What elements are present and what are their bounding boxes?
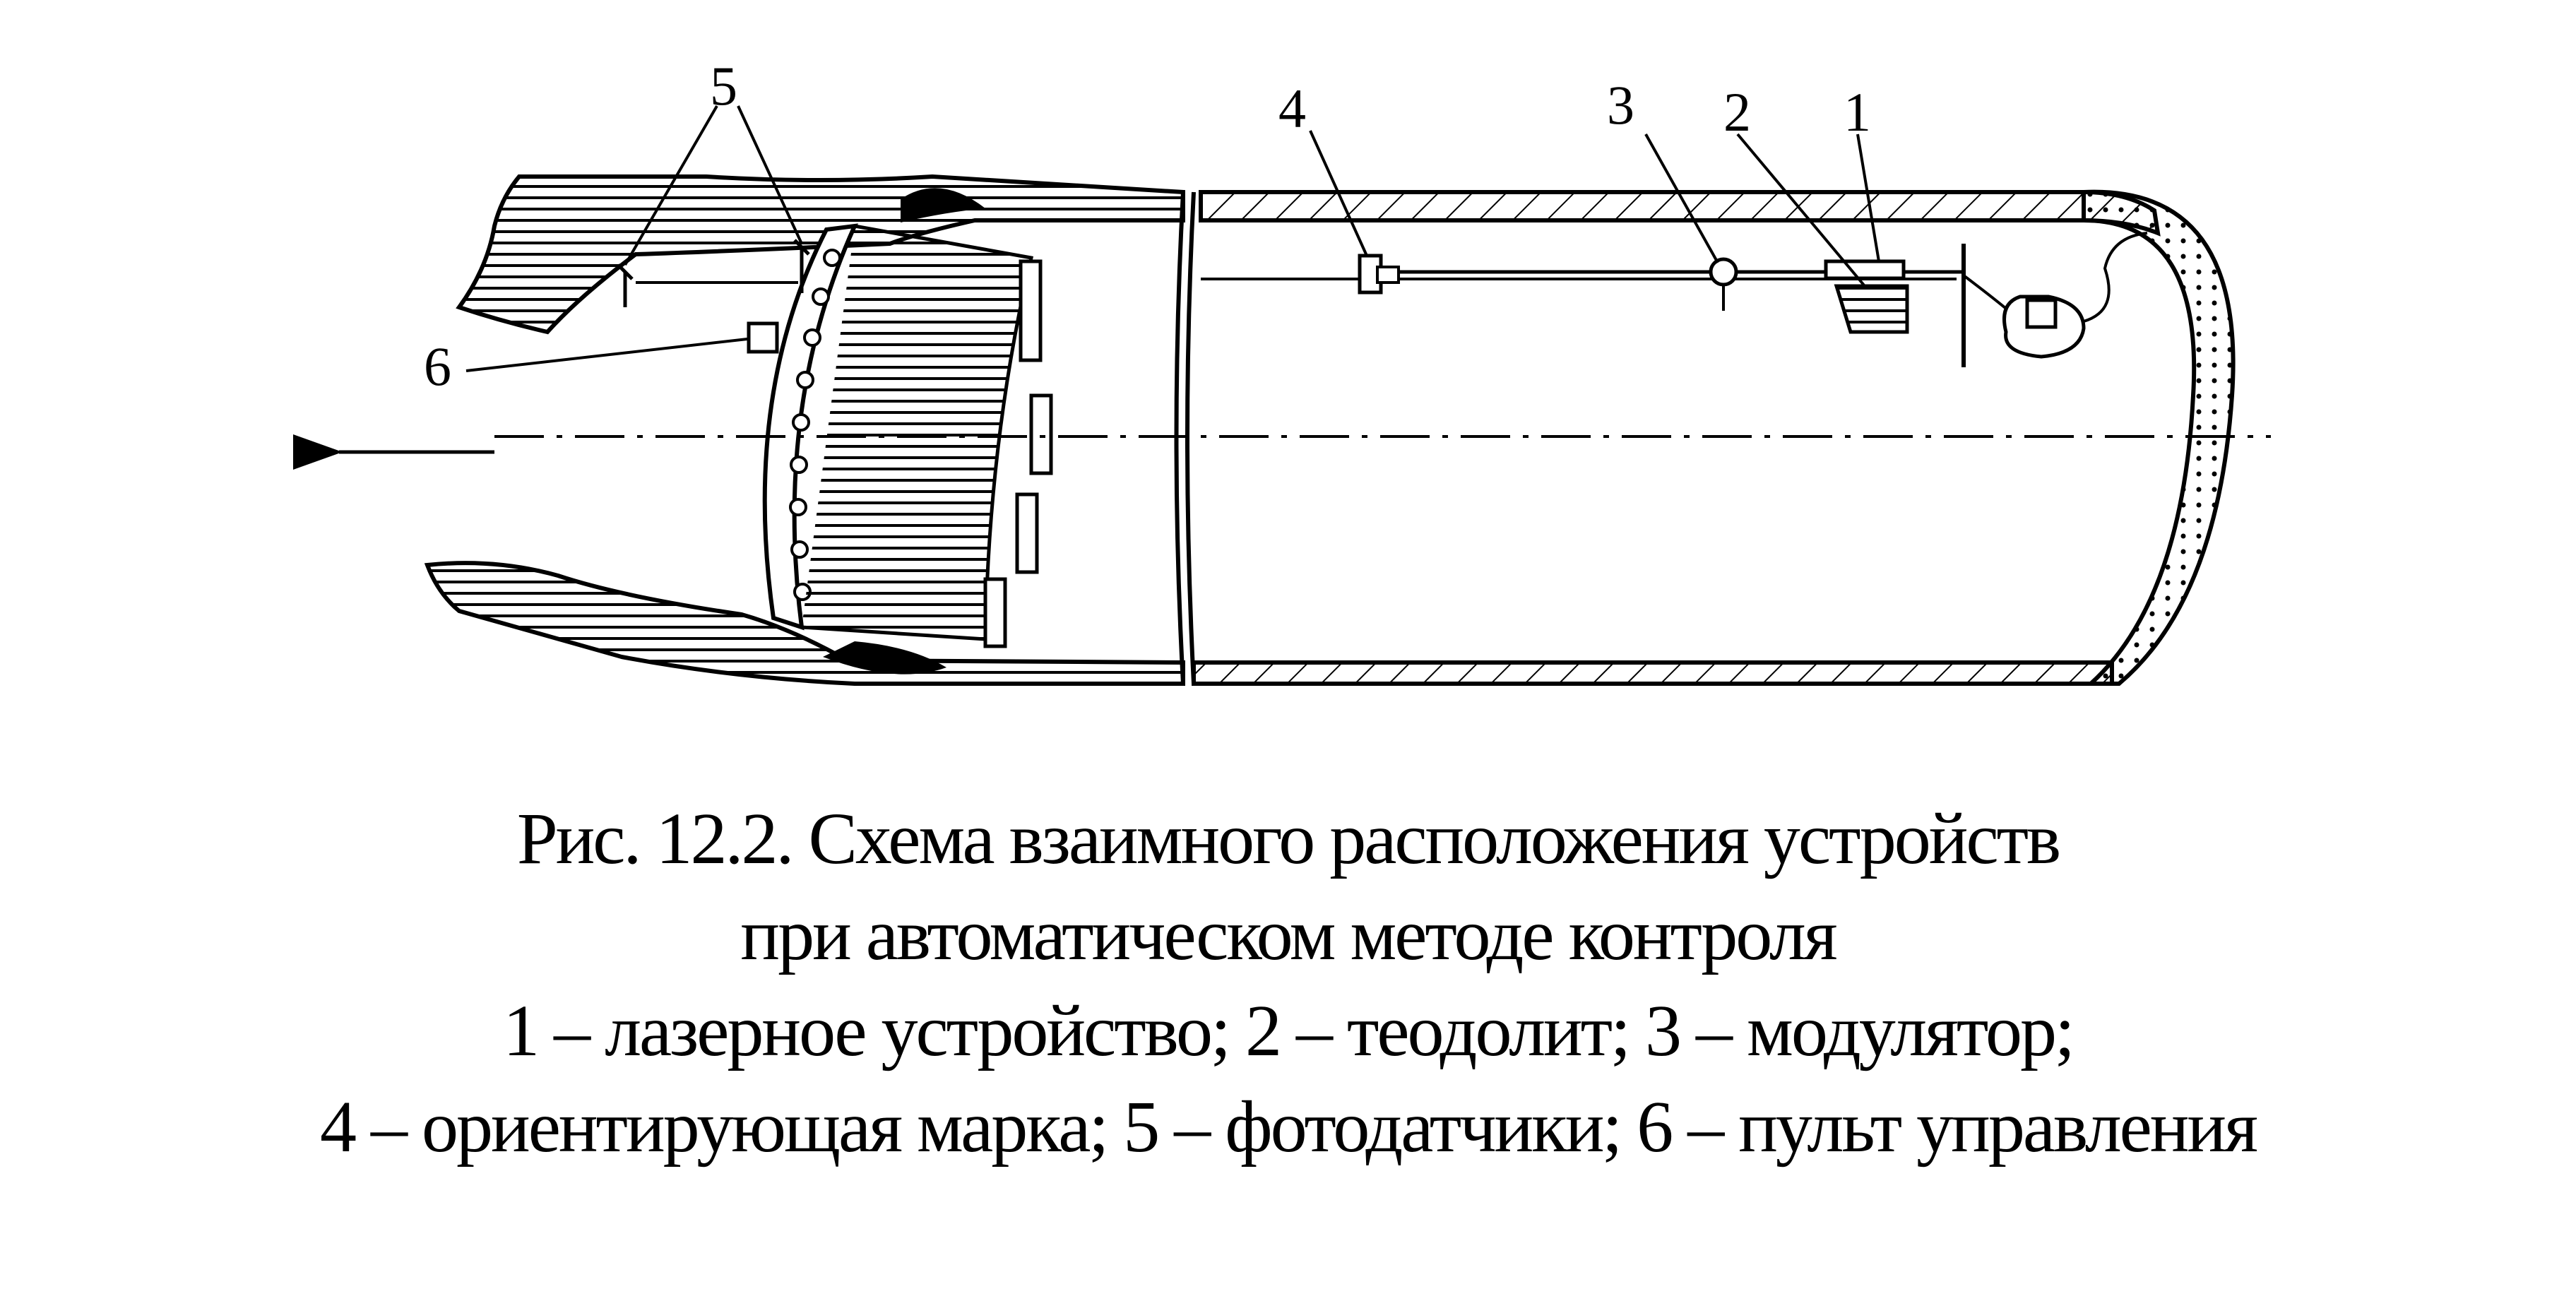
laser-device — [1824, 259, 1906, 280]
tunnel-lining-right — [1174, 189, 2236, 686]
control-console — [747, 321, 779, 354]
shield-skirt-bottom — [823, 641, 946, 675]
label-console: 6 — [424, 335, 451, 397]
tunnel-diagram: 5 6 4 3 2 1 — [293, 55, 2271, 686]
label-photosensors: 5 — [710, 55, 737, 117]
caption-legend-2: 4 – ориентирующая марка; 5 – фотодатчики… — [320, 1086, 2258, 1168]
bottom-lining-band — [1192, 660, 2114, 686]
caption-title: Рис. 12.2. Схема взаимного расположения … — [516, 798, 2061, 879]
orienting-mark — [1358, 254, 1400, 295]
tunnel-lining-left — [424, 174, 1185, 686]
shield-skirt-top — [901, 188, 985, 222]
figure-caption: Рис. 12.2. Схема взаимного расположения … — [0, 791, 2576, 1175]
tunnel-face — [2082, 189, 2236, 686]
upper-broken-lining — [456, 174, 1185, 335]
caption-legend-1: 1 – лазерное устройство; 2 – теодолит; 3… — [503, 990, 2075, 1071]
mount-post — [1961, 232, 2148, 367]
theodolite — [1834, 284, 1909, 334]
leader-lines — [465, 105, 1880, 372]
label-mark: 4 — [1278, 78, 1306, 139]
lower-broken-lining — [424, 561, 1185, 686]
section-joint — [1185, 191, 1196, 684]
top-lining-band — [1199, 190, 2161, 237]
label-theodolite: 2 — [1723, 81, 1751, 143]
caption-subtitle: при автоматическом методе контроля — [740, 894, 1837, 975]
photosensors — [617, 239, 810, 307]
label-laser: 1 — [1844, 81, 1871, 143]
modulator — [1709, 257, 1738, 311]
shield-ring — [762, 223, 1053, 648]
label-modulator: 3 — [1607, 74, 1634, 136]
